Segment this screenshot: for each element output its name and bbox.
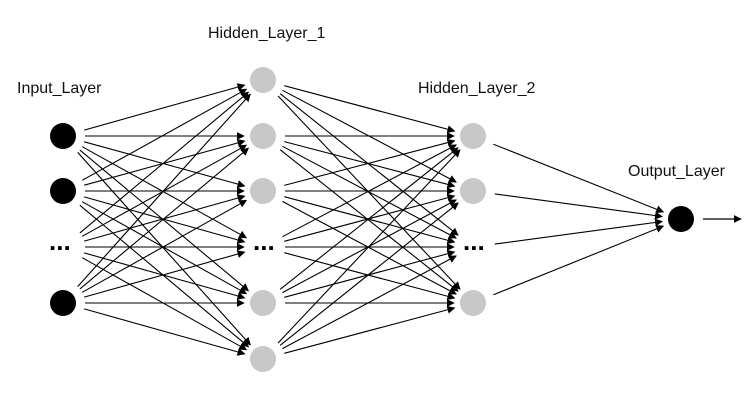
input-layer-ellipsis: ... [49,226,71,256]
edge-hidden1-0-to-hidden2-2 [279,93,459,236]
edge-input-0-to-hidden1-3 [81,146,248,239]
edge-hidden1-2-to-hidden2-0 [284,138,456,186]
edge-input-1-to-hidden1-5 [79,204,250,348]
edge-hidden1-1-to-hidden2-3 [279,149,459,292]
edge-input-0-to-hidden1-2 [84,141,246,188]
edge-hidden1-5-to-hidden2-0 [277,149,461,344]
edge-input-1-to-hidden1-0 [81,88,248,181]
edge-input-1-to-hidden1-4 [81,201,248,295]
hidden2-node-1 [460,123,486,149]
output-layer-label: Output_Layer [628,163,726,180]
hidden1-node-1 [250,67,276,93]
hidden1-node-4 [250,290,276,316]
edge-hidden1-1-to-hidden2-1 [284,141,456,189]
edge-hidden1-3-to-hidden2-0 [282,144,457,238]
edge-hidden2-1-to-output-0 [494,193,663,220]
edge-input-3-to-hidden1-2 [81,199,248,293]
edge-input-1-to-hidden1-1 [84,139,246,186]
edge-hidden2-0-to-output-0 [493,143,665,214]
edge-hidden1-1-to-hidden2-2 [282,145,457,239]
hidden1-node-3 [250,178,276,204]
network-nodes [50,67,694,372]
hidden-layer-2-label: Hidden_Layer_2 [418,80,536,97]
input-layer-label: Input_Layer [17,80,102,97]
edge-hidden1-2-to-hidden2-2 [284,196,456,245]
input-node-3 [50,290,76,316]
edge-hidden1-5-to-hidden2-3 [284,305,456,354]
edge-hidden2-2-to-output-0 [494,218,663,245]
edge-input-0-to-hidden1-5 [77,152,251,346]
edge-input-0-to-hidden1-0 [84,83,246,131]
edge-input-3-to-hidden1-5 [84,308,246,356]
hidden-layer-2-ellipsis: ... [463,226,485,256]
edge-input-3-to-hidden1-3 [84,250,246,298]
input-node-2 [50,178,76,204]
connection-edges [77,83,665,356]
edge-input-2-to-hidden1-4 [84,252,246,300]
hidden2-node-2 [460,178,486,204]
edge-hidden1-2-to-hidden2-3 [282,200,457,295]
edge-hidden1-5-to-hidden2-1 [279,202,459,346]
edge-hidden1-5-to-hidden2-2 [282,255,457,350]
edge-input-0-to-hidden1-4 [79,149,250,292]
output-node-1 [668,206,694,232]
hidden1-node-2 [250,123,276,149]
edge-hidden2-3-to-output-0 [493,225,665,296]
edge-hidden1-4-to-hidden2-0 [279,147,459,290]
input-node-1 [50,123,76,149]
edge-hidden1-3-to-hidden2-3 [284,252,456,301]
edge-input-1-to-hidden1-3 [84,196,246,244]
hidden1-node-5 [250,346,276,372]
hidden2-node-3 [460,290,486,316]
edge-input-2-to-hidden1-5 [81,257,248,351]
edge-input-3-to-hidden1-1 [79,147,250,290]
hidden-layer-1-label: Hidden_Layer_1 [208,25,326,42]
hidden-layer-1-ellipsis: ... [253,226,275,256]
edge-input-3-to-hidden1-0 [77,93,251,287]
edge-hidden1-0-to-hidden2-0 [284,85,456,134]
edge-input-2-to-hidden1-0 [79,91,250,234]
